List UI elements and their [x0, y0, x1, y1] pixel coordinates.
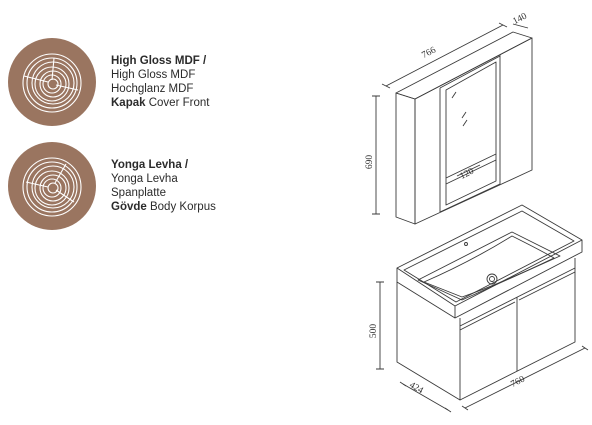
dim-base-width: 760 [509, 374, 526, 389]
material-yonga-levha: Yonga Levha / Yonga Levha Spanplatte Göv… [8, 142, 216, 230]
dim-base-depth: 424 [407, 380, 425, 396]
dim-mirror-depth: 140 [511, 11, 528, 26]
dim-base-height: 500 [369, 324, 379, 339]
mirror-cabinet [395, 31, 533, 225]
material-name-en: High Gloss MDF [111, 69, 196, 81]
material-usage-en-de: Cover Front [145, 97, 210, 109]
material-name-de: Hochglanz MDF [111, 83, 194, 95]
material-title: High Gloss MDF / [111, 55, 207, 67]
wood-texture-icon [8, 142, 96, 230]
dim-mirror-height: 690 [365, 155, 375, 170]
material-usage-en-de: Body Korpus [146, 201, 216, 213]
vanity-unit [396, 204, 583, 401]
material-usage: Kapak Cover Front [111, 96, 209, 110]
material-name-en: Yonga Levha [111, 173, 178, 185]
dim-shelf-depth: 120 [458, 166, 475, 181]
material-usage-tr: Gövde [111, 201, 147, 213]
material-description: Yonga Levha / Yonga Levha Spanplatte Göv… [111, 158, 216, 214]
dim-mirror-width: 766 [420, 45, 437, 60]
material-usage: Gövde Body Korpus [111, 200, 216, 214]
material-name-de: Spanplatte [111, 187, 166, 199]
wood-texture-icon [8, 38, 96, 126]
material-high-gloss-mdf: High Gloss MDF / High Gloss MDF Hochglan… [8, 38, 209, 126]
material-usage-tr: Kapak [111, 97, 146, 109]
mirror-dimension-lines [372, 22, 529, 215]
vanity-dimension-lines [376, 281, 589, 413]
material-title: Yonga Levha / [111, 159, 189, 171]
material-description: High Gloss MDF / High Gloss MDF Hochglan… [111, 54, 209, 110]
